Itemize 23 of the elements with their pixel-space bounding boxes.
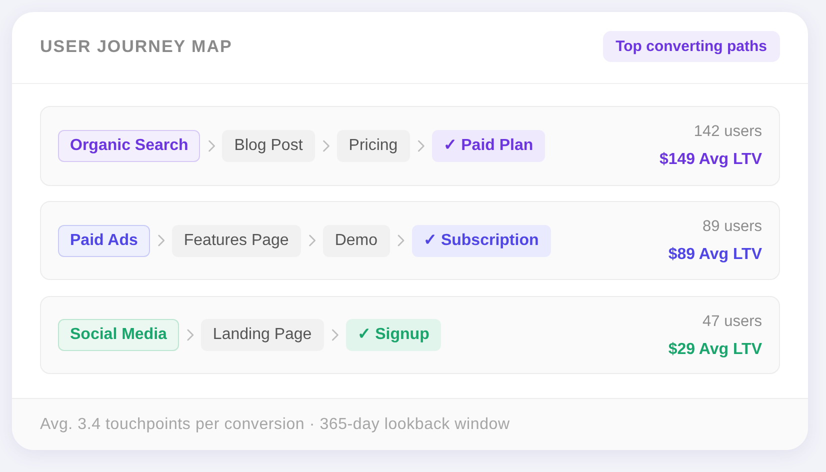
ltv-value: $29 Avg LTV: [668, 340, 762, 360]
page-step: Demo: [322, 224, 390, 256]
conversion-goal: ✓ Paid Plan: [432, 130, 546, 162]
user-count: 47 users: [702, 312, 762, 332]
footer-note: Avg. 3.4 touchpoints per conversion · 365-day lookback window: [40, 415, 510, 435]
channel-tag: Paid Ads: [58, 224, 150, 256]
journey-row: [40, 201, 780, 280]
page-step: Landing Page: [200, 319, 324, 351]
summary-tag: Top converting paths: [602, 31, 780, 62]
page-step: Features Page: [172, 224, 301, 256]
journey-row: [40, 106, 780, 186]
conversion-goal: ✓ Signup: [346, 319, 442, 351]
card-title: USER JOURNEY MAP: [40, 37, 232, 57]
channel-tag: Organic Search: [58, 130, 200, 162]
journey-row: [40, 296, 780, 374]
ltv-value: $149 Avg LTV: [659, 150, 762, 170]
page-step: Blog Post: [222, 130, 315, 162]
user-count: 89 users: [702, 217, 762, 237]
channel-tag: Social Media: [58, 319, 179, 351]
ltv-value: $89 Avg LTV: [668, 245, 762, 265]
conversion-goal: ✓ Subscription: [412, 224, 551, 256]
user-count: 142 users: [694, 122, 762, 142]
page-step: Pricing: [336, 130, 410, 162]
